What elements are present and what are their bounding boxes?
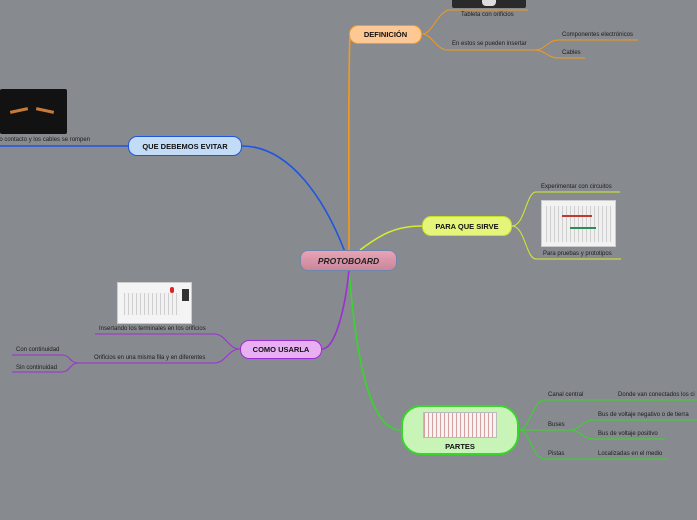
- definicion-node[interactable]: DEFINICIÓN: [349, 25, 422, 44]
- usarla-grandchild-1: Con continuidad: [16, 347, 60, 353]
- definicion-grandchild-1: Componentes electrónicos: [562, 32, 634, 38]
- connector-definicion: [347, 33, 351, 253]
- como-usarla-label: COMO USARLA: [252, 345, 310, 354]
- definicion-grandchild-2: Cables: [562, 50, 581, 56]
- connector-para-que-sirve: [359, 225, 423, 251]
- breadboard-grid: [124, 293, 180, 315]
- broken-cables-image: [0, 89, 67, 134]
- central-node[interactable]: PROTOBOARD: [300, 250, 397, 271]
- connector-usarla-child-2: [78, 348, 241, 364]
- connector-sirve-child-1: [511, 191, 620, 227]
- sirve-child-1: Experimentar con circuitos: [541, 184, 612, 190]
- partes-node[interactable]: PARTES: [401, 405, 519, 455]
- connector-definicion-grandchild-2: [534, 49, 585, 59]
- definicion-image-caption: Tableta con orificios: [461, 12, 514, 18]
- usarla-child-1: Insertando los terminales en los orifici…: [99, 326, 206, 332]
- connector-usarla-grandchild-1: [12, 354, 79, 364]
- connector-partes-canal: [518, 399, 590, 431]
- led-red: [170, 287, 174, 293]
- breadboard-image-sirve: [541, 200, 616, 247]
- breadboard-image-partes: [423, 411, 497, 438]
- evitar-child-label: falso contacto y los cables se rompen: [0, 137, 91, 143]
- wire-red: [562, 215, 592, 217]
- breadboard-image-definicion: [452, 0, 526, 8]
- breadboard-grid: [546, 206, 612, 242]
- central-node-label: PROTOBOARD: [317, 255, 380, 266]
- connector-sirve-child-2: [511, 225, 621, 260]
- partes-canal-detail: Donde van conectados los ci: [618, 392, 695, 398]
- connector-usarla-grandchild-2: [12, 362, 79, 373]
- connector-definicion-image: [421, 9, 528, 35]
- connector-definicion-grandchild-1: [534, 39, 638, 51]
- connector-usarla-child-1: [95, 333, 241, 350]
- connector-como-usarla: [321, 269, 350, 350]
- usarla-child-2: Orificios en una misma fila y en diferen…: [94, 355, 206, 361]
- que-debemos-evitar-node[interactable]: QUE DEBEMOS EVITAR: [128, 136, 242, 156]
- partes-canal-label: Canal central: [548, 392, 584, 398]
- copper-wire-left: [9, 107, 29, 114]
- connector-buses-item-1: [569, 419, 697, 431]
- definicion-label: DEFINICIÓN: [363, 30, 408, 39]
- connector-partes: [348, 269, 402, 431]
- definicion-child-label: En estos se pueden insertar: [452, 41, 527, 47]
- usarla-grandchild-2: Sin continuidad: [16, 365, 58, 371]
- partes-buses-item-1: Bus de voltaje negativo o de tierra: [598, 412, 689, 418]
- connector-partes-pistas: [518, 429, 570, 460]
- battery-shape: [182, 289, 189, 301]
- partes-buses-item-2: Bus de voltaje positivo: [598, 431, 658, 437]
- connector-definicion-child: [421, 33, 535, 51]
- copper-wire-right: [35, 107, 55, 114]
- que-debemos-evitar-label: QUE DEBEMOS EVITAR: [142, 141, 228, 151]
- partes-label: PARTES: [445, 441, 475, 451]
- connector-que-debemos-evitar: [241, 145, 346, 253]
- para-que-sirve-node[interactable]: PARA QUE SIRVE: [422, 216, 512, 236]
- hand-shape: [482, 0, 496, 6]
- partes-pistas-detail: Localizadas en el medio: [598, 451, 663, 457]
- wire-green: [570, 227, 596, 229]
- como-usarla-node[interactable]: COMO USARLA: [240, 340, 322, 359]
- breadboard-image-usarla: [117, 282, 192, 324]
- sirve-child-2: Para pruebas y prototipos: [543, 251, 612, 257]
- para-que-sirve-label: PARA QUE SIRVE: [435, 221, 499, 231]
- partes-buses-label: Buses: [548, 422, 565, 428]
- connector-buses-item-2: [569, 429, 665, 440]
- partes-pistas-label: Pistas: [548, 451, 565, 457]
